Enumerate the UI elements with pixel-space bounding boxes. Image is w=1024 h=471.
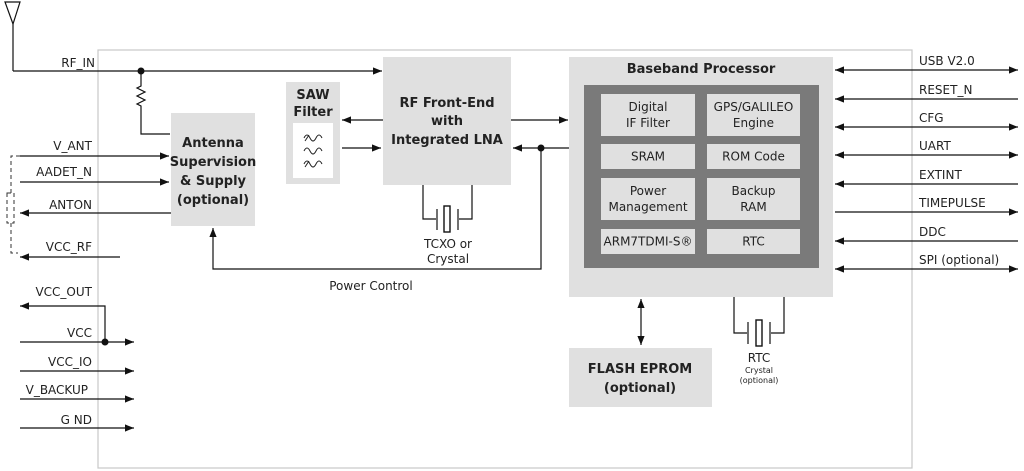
baseband-sub-block-label: IF Filter [626, 116, 670, 130]
rf-frontend-label: RF Front-End [399, 96, 494, 111]
flash-label: FLASH EPROM [588, 362, 692, 377]
tcxo-label: Crystal [427, 252, 469, 266]
pin-label-rf-in: RF_IN [61, 56, 95, 70]
right-pin-label: CFG [919, 111, 944, 125]
baseband-sub-block [601, 144, 695, 169]
antenna-supervision-label: Antenna [182, 136, 244, 151]
right-pin-label: USB V2.0 [919, 54, 975, 68]
rtc-crystal-label: RTC [748, 351, 770, 365]
right-pin-label: TIMEPULSE [918, 196, 986, 210]
external-switch-dashed [6, 155, 20, 254]
flash-label: (optional) [604, 381, 676, 396]
vcc-out-line [20, 302, 106, 342]
pin-label-vcc-out: VCC_OUT [35, 285, 92, 299]
pin-label-v-ant: V_ANT [53, 139, 92, 153]
baseband-sub-block [707, 178, 800, 220]
baseband-sub-block-label: RTC [742, 235, 764, 249]
baseband-sub-block-label: Digital [629, 100, 668, 114]
antenna-icon [4, 1, 21, 71]
baseband-sub-block-label: Engine [733, 116, 774, 130]
right-pin-label: UART [919, 139, 951, 153]
pin-label-vcc: VCC [67, 326, 92, 340]
rf-in-line [13, 67, 382, 135]
baseband-sub-block-label: SRAM [631, 150, 665, 164]
baseband-sub-block [707, 94, 800, 136]
right-pin-label: SPI (optional) [919, 253, 999, 267]
tcxo-label: TCXO or [423, 237, 472, 251]
power-control-line [209, 148, 542, 270]
pin-label-v-backup: V_BACKUP [26, 383, 88, 397]
pin-label-gnd: G ND [61, 413, 92, 427]
antenna-supervision-label: & Supply [180, 174, 247, 189]
saw-filter-symbol [293, 123, 333, 178]
baseband-sub-block [707, 229, 800, 254]
rtc-crystal-label: Crystal [745, 366, 773, 375]
baseband-sub-block-label: ARM7TDMI-S® [604, 235, 693, 249]
baseband-sub-block [601, 178, 695, 220]
antenna-supervision-label: Supervision [170, 155, 256, 170]
rf-frontend-block [383, 57, 511, 185]
pin-label-vcc-io: VCC_IO [48, 355, 92, 369]
baseband-sub-block-label: ROM Code [722, 150, 785, 164]
antenna-supervision-label: (optional) [177, 193, 249, 208]
bandpass-icon [303, 134, 323, 168]
antenna-supervision-block [171, 113, 255, 226]
tcxo-crystal-icon [422, 185, 473, 233]
rf-frontend-label: with [431, 114, 463, 129]
baseband-sub-block-label: RAM [740, 200, 766, 214]
baseband-label: Baseband Processor [627, 62, 776, 77]
rf-frontend-label: Integrated LNA [391, 133, 503, 148]
right-pin-label: RESET_N [919, 83, 972, 97]
baseband-sub-block-label: GPS/GALILEO [714, 100, 794, 114]
right-pin-label: DDC [919, 225, 946, 239]
rtc-crystal-label: (optional) [740, 376, 779, 385]
flash-eprom-block [569, 348, 712, 407]
right-pin-label: EXTINT [919, 168, 962, 182]
baseband-sub-block-label: Management [608, 200, 687, 214]
baseband-sub-block [601, 94, 695, 136]
baseband-sub-block [707, 144, 800, 169]
rtc-crystal-icon [733, 297, 785, 347]
pin-label-vcc-rf: VCC_RF [46, 240, 92, 254]
saw-filter-label: SAW [296, 88, 329, 103]
power-control-label: Power Control [329, 279, 412, 293]
pin-label-aadet-n: AADET_N [36, 165, 92, 179]
pin-label-anton: ANTON [49, 198, 92, 212]
baseband-sub-block-label: Backup [732, 184, 776, 198]
baseband-sub-block [601, 229, 695, 254]
saw-filter-label: Filter [293, 105, 333, 120]
baseband-sub-block-label: Power [630, 184, 666, 198]
